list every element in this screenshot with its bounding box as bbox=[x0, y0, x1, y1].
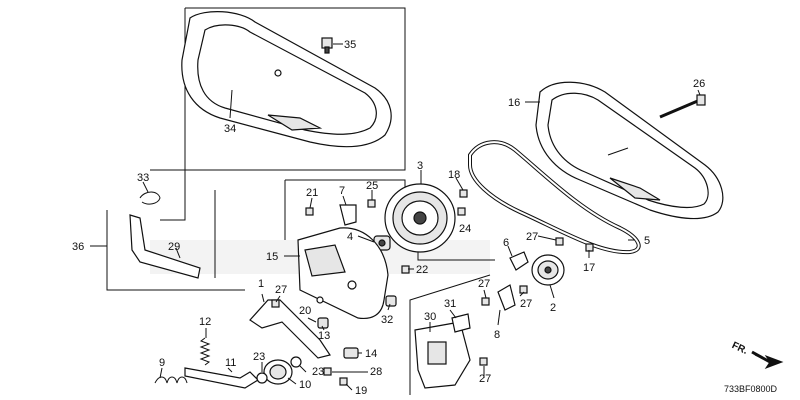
callout-5: 5 bbox=[644, 235, 650, 247]
callout-27-d: 27 bbox=[520, 298, 532, 310]
tension-arm bbox=[249, 299, 331, 359]
mounting-plate bbox=[297, 227, 389, 320]
callout-27-e: 27 bbox=[479, 373, 491, 385]
bracket-6 bbox=[509, 251, 529, 271]
drive-belt bbox=[468, 140, 641, 255]
block-14 bbox=[343, 347, 359, 359]
bracket-31 bbox=[451, 313, 471, 333]
callout-27-b: 27 bbox=[275, 284, 287, 296]
callout-32: 32 bbox=[381, 314, 393, 326]
callout-15: 15 bbox=[266, 251, 278, 263]
callout-27-a: 27 bbox=[526, 231, 538, 243]
callout-26: 26 bbox=[693, 78, 705, 90]
drawing-code: 733BF0800D bbox=[724, 384, 778, 394]
callout-14: 14 bbox=[365, 348, 377, 360]
callout-12: 12 bbox=[199, 316, 211, 328]
callout-18: 18 bbox=[448, 169, 460, 181]
callout-21: 21 bbox=[306, 187, 318, 199]
callout-34: 34 bbox=[224, 123, 236, 135]
spring-12 bbox=[199, 337, 211, 366]
washers-23 bbox=[256, 356, 302, 384]
large-pulley bbox=[384, 183, 456, 253]
callout-4: 4 bbox=[347, 231, 353, 243]
bracket-7 bbox=[339, 204, 357, 226]
front-direction-arrow: FR. bbox=[730, 340, 784, 370]
callout-35: 35 bbox=[344, 39, 356, 51]
callout-8: 8 bbox=[494, 329, 500, 341]
callout-31: 31 bbox=[444, 298, 456, 310]
callout-23-a: 23 bbox=[253, 351, 265, 363]
bolt-35 bbox=[321, 37, 343, 54]
callout-23-b: 23 bbox=[312, 366, 324, 378]
callout-20: 20 bbox=[299, 305, 311, 317]
callout-10: 10 bbox=[299, 379, 311, 391]
callout-25: 25 bbox=[366, 180, 378, 192]
callout-1: 1 bbox=[258, 278, 264, 290]
callout-16: 16 bbox=[508, 97, 520, 109]
callout-11: 11 bbox=[225, 357, 236, 369]
idler-pulley-10 bbox=[263, 359, 293, 385]
small-pulley bbox=[531, 254, 565, 286]
nut-13 bbox=[317, 317, 329, 329]
callout-6: 6 bbox=[503, 237, 509, 249]
callout-3: 3 bbox=[417, 160, 423, 172]
callout-labels: 35 34 26 16 3 18 24 33 21 7 25 4 36 29 1… bbox=[72, 39, 705, 397]
nut-32 bbox=[385, 295, 397, 307]
callout-9: 9 bbox=[159, 357, 165, 369]
clip-33 bbox=[139, 191, 161, 205]
callout-2: 2 bbox=[550, 302, 556, 314]
bolt-26 bbox=[659, 94, 706, 119]
fasteners bbox=[271, 189, 594, 386]
rod-11 bbox=[184, 367, 259, 389]
belt-cover-left bbox=[181, 11, 392, 148]
bracket-8 bbox=[497, 284, 516, 311]
direction-label: FR. bbox=[730, 340, 749, 357]
callout-36: 36 bbox=[72, 241, 84, 253]
callout-24: 24 bbox=[459, 223, 471, 235]
cover-plate-30 bbox=[414, 321, 471, 389]
callout-30: 30 bbox=[424, 311, 436, 323]
leader-lines bbox=[90, 89, 701, 391]
callout-7: 7 bbox=[339, 185, 345, 197]
belt-cover-right bbox=[535, 81, 724, 220]
callout-28: 28 bbox=[370, 366, 382, 378]
callout-22: 22 bbox=[416, 264, 428, 276]
callout-19: 19 bbox=[355, 385, 367, 397]
callout-17: 17 bbox=[583, 262, 595, 274]
spring-9 bbox=[154, 376, 188, 384]
callout-29: 29 bbox=[168, 241, 180, 253]
callout-13: 13 bbox=[318, 330, 330, 342]
callout-33: 33 bbox=[137, 172, 149, 184]
lever-29 bbox=[129, 214, 201, 279]
callout-27-c: 27 bbox=[478, 278, 490, 290]
